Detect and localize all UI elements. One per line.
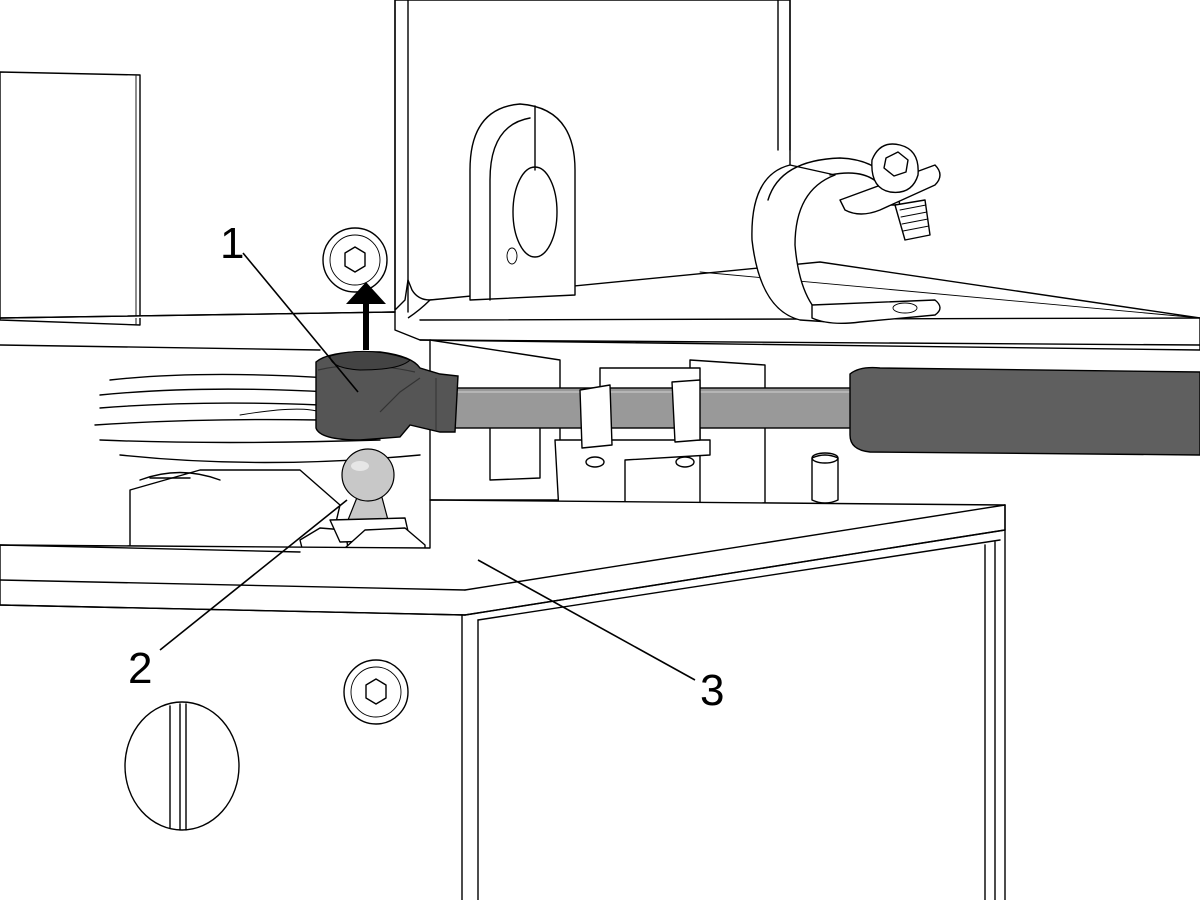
control-rod bbox=[449, 387, 861, 429]
arrow-up-icon bbox=[346, 282, 386, 350]
hex-socket-screw-icon bbox=[871, 143, 931, 241]
callout-2-leader bbox=[159, 499, 348, 651]
housing-wall bbox=[394, 0, 791, 313]
hex-socket-screw-icon bbox=[322, 227, 388, 293]
cabinet-body bbox=[461, 529, 1006, 901]
hose-clamp bbox=[751, 143, 941, 325]
callout-3-leader bbox=[477, 559, 696, 681]
callout-3-number: 3 bbox=[700, 666, 724, 715]
hex-socket-screw-icon bbox=[343, 659, 409, 725]
callout-2-number: 2 bbox=[128, 644, 152, 693]
connector-housing bbox=[315, 350, 459, 441]
base-top-plate bbox=[0, 499, 1006, 616]
callout-1-leader bbox=[242, 252, 359, 393]
callout-1-number: 1 bbox=[220, 219, 244, 268]
slotted-plug bbox=[124, 701, 240, 831]
upper-left-plate bbox=[0, 71, 141, 326]
hose bbox=[849, 366, 1200, 456]
rear-bracket bbox=[469, 103, 576, 301]
